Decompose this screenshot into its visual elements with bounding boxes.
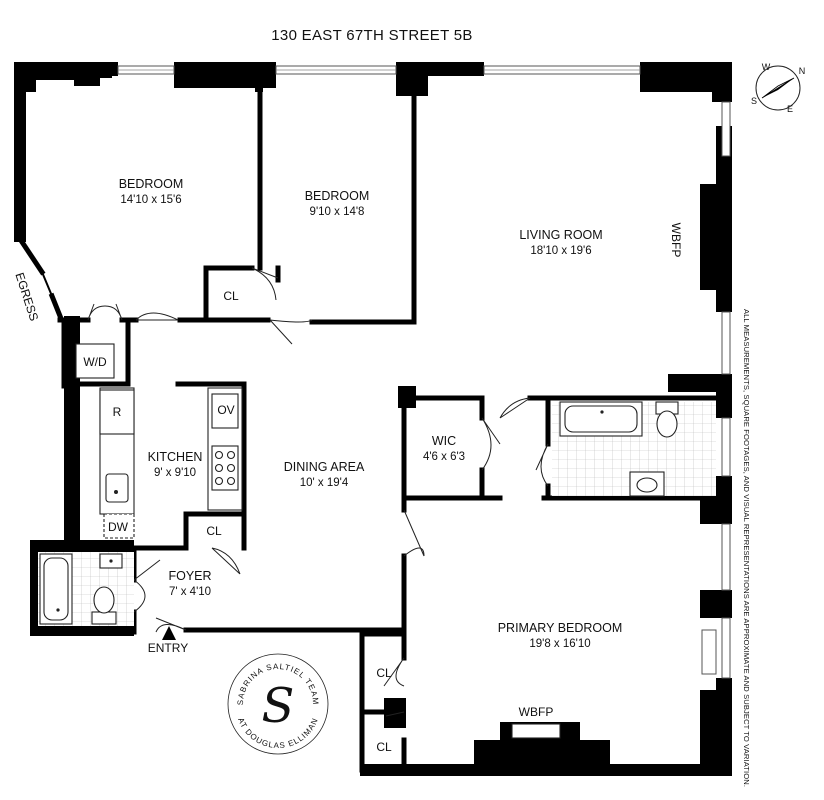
bedroom-1-name: BEDROOM xyxy=(119,177,184,191)
kitchen-name: KITCHEN xyxy=(148,450,203,464)
foyer-name: FOYER xyxy=(168,569,211,583)
primary-bedroom-size: 19'8 x 16'10 xyxy=(529,638,590,650)
washer-dryer xyxy=(75,343,115,379)
egress-label: EGRESS xyxy=(12,271,41,323)
closet-label-lower: CL xyxy=(376,740,392,754)
toilet xyxy=(91,611,117,625)
wic-name: WIC xyxy=(432,434,456,448)
bedroom-2-name: BEDROOM xyxy=(305,189,370,203)
exterior-walls xyxy=(14,62,732,776)
bedroom-1-size: 14'10 x 15'6 xyxy=(120,194,181,206)
closet-label-upper: CL xyxy=(376,666,392,680)
oven-label: OV xyxy=(217,403,234,417)
doors xyxy=(87,267,549,717)
closet-label-kitchen: CL xyxy=(206,524,222,538)
refrigerator-label: R xyxy=(113,405,122,419)
egress-window xyxy=(41,271,53,297)
windows xyxy=(117,65,731,679)
bay-wall xyxy=(14,232,46,276)
oven xyxy=(211,393,239,429)
address-title: 130 EAST 67TH STREET 5B xyxy=(271,27,472,44)
living-room-size: 18'10 x 19'6 xyxy=(530,245,591,257)
team-logo: SABRINA SALTIEL TEAM AT DOUGLAS ELLIMAN … xyxy=(227,653,329,755)
dining-area-name: DINING AREA xyxy=(284,460,365,474)
kitchen-size: 9' x 9'10 xyxy=(154,467,196,479)
primary-bedroom-name: PRIMARY BEDROOM xyxy=(498,621,623,635)
compass-north: N xyxy=(799,66,806,76)
entry-arrow-icon xyxy=(162,626,176,640)
entry-label: ENTRY xyxy=(148,641,188,655)
dishwasher xyxy=(103,513,135,539)
fireplace-label-living: WBFP xyxy=(669,223,683,258)
dishwasher-label: DW xyxy=(108,520,129,534)
bedroom-2-size: 9'10 x 14'8 xyxy=(310,206,365,218)
foyer-size: 7' x 4'10 xyxy=(169,586,211,598)
compass-west: W xyxy=(762,62,771,72)
wic-size: 4'6 x 6'3 xyxy=(423,451,465,463)
logo-monogram: S xyxy=(262,678,295,734)
refrigerator xyxy=(99,389,135,435)
compass-south: S xyxy=(751,96,757,106)
fireplace-label-bedroom: WBFP xyxy=(519,705,554,719)
washer-dryer-label: W/D xyxy=(83,355,107,369)
interior-walls xyxy=(57,87,719,773)
compass-icon: N E S W xyxy=(751,62,805,114)
kitchen-sink xyxy=(105,473,129,503)
living-room-name: LIVING ROOM xyxy=(519,228,602,242)
bay-wall-lower xyxy=(48,292,64,320)
fixtures xyxy=(38,343,716,739)
closet-label-bedroom: CL xyxy=(223,289,239,303)
room-labels: BEDROOM 14'10 x 15'6 BEDROOM 9'10 x 14'8… xyxy=(119,177,623,650)
dining-area-size: 10' x 19'4 xyxy=(300,477,349,489)
disclaimer-text: ALL MEASUREMENTS, SQUARE FOOTAGES, AND V… xyxy=(742,309,751,787)
compass-east: E xyxy=(787,104,793,114)
